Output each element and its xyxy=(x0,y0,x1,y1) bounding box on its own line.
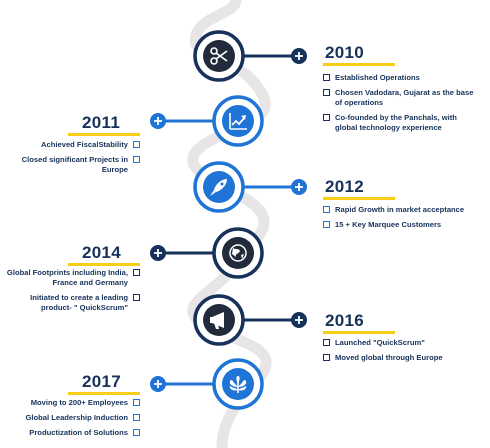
year-underline xyxy=(323,331,395,334)
list-item-text: 15 + Key Marquee Customers xyxy=(335,220,442,229)
growth-chart-icon xyxy=(229,113,247,130)
checkbox-icon xyxy=(323,114,330,121)
checkbox-icon xyxy=(323,339,330,346)
milestone-node xyxy=(193,294,245,346)
checkbox-icon xyxy=(133,294,140,301)
list-item: Global Footprints including India, Franc… xyxy=(3,268,140,288)
list-item: Moving to 200+ Employees xyxy=(3,398,140,408)
list-item-text: Chosen Vadodara, Gujarat as the base of … xyxy=(335,88,474,107)
plus-icon[interactable] xyxy=(291,48,307,64)
checkbox-icon xyxy=(323,89,330,96)
globe-icon xyxy=(229,244,247,262)
list-item: Co-founded by the Panchals, with global … xyxy=(323,113,478,133)
plus-icon[interactable] xyxy=(150,376,166,392)
checkbox-icon xyxy=(133,269,140,276)
list-item-text: Moved global through Europe xyxy=(335,353,443,362)
list-item: 15 + Key Marquee Customers xyxy=(323,220,478,230)
list-item: Achieved FiscalStability xyxy=(3,140,140,150)
milestone-year: 2014 xyxy=(82,243,122,262)
milestone-node xyxy=(212,95,264,147)
list-item: Rapid Growth in market acceptance xyxy=(323,205,478,215)
checkbox-icon xyxy=(133,399,140,406)
milestone-list: Global Footprints including India, Franc… xyxy=(3,268,140,318)
plus-icon[interactable] xyxy=(150,113,166,129)
checkbox-icon xyxy=(133,414,140,421)
scissors-icon xyxy=(210,47,228,65)
checkbox-icon xyxy=(323,74,330,81)
year-underline xyxy=(68,263,140,266)
milestone-node xyxy=(212,227,264,279)
list-item-text: Established Operations xyxy=(335,73,420,82)
checkbox-icon xyxy=(133,429,140,436)
year-underline xyxy=(68,392,140,395)
milestone-year: 2016 xyxy=(325,311,365,330)
milestone-year: 2017 xyxy=(82,372,122,391)
list-item: Established Operations xyxy=(323,73,478,83)
list-item: Chosen Vadodara, Gujarat as the base of … xyxy=(323,88,478,108)
list-item-text: Closed significant Projects in Europe xyxy=(21,155,128,174)
megaphone-icon xyxy=(210,312,224,329)
list-item-text: Achieved FiscalStability xyxy=(41,140,128,149)
list-item: Moved global through Europe xyxy=(323,353,478,363)
checkbox-icon xyxy=(323,354,330,361)
milestone-list: Rapid Growth in market acceptance 15 + Ke… xyxy=(323,205,478,235)
list-item-text: Rapid Growth in market acceptance xyxy=(335,205,465,214)
year-underline xyxy=(68,133,140,136)
rocket-icon xyxy=(210,179,227,196)
list-item: Global Leadership Induction xyxy=(3,413,140,423)
year-underline xyxy=(323,63,395,66)
list-item-text: Co-founded by the Panchals, with global … xyxy=(335,113,457,132)
list-item-text: Moving to 200+ Employees xyxy=(30,398,128,407)
checkbox-icon xyxy=(133,156,140,163)
list-item-text: Launched "QuickScrum" xyxy=(335,338,425,347)
year-underline xyxy=(323,197,395,200)
plus-icon[interactable] xyxy=(150,245,166,261)
plus-icon[interactable] xyxy=(291,312,307,328)
list-item-text: Productization of Solutions xyxy=(29,428,128,437)
checkbox-icon xyxy=(323,221,330,228)
list-item: Productization of Solutions xyxy=(3,428,140,438)
plus-icon[interactable] xyxy=(291,179,307,195)
checkbox-icon xyxy=(323,206,330,213)
list-item-text: Global Leadership Induction xyxy=(25,413,128,422)
list-item-text: Initiated to create a leading product- "… xyxy=(30,293,128,312)
list-item: Launched "QuickScrum" xyxy=(323,338,478,348)
list-item-text: Global Footprints including India, Franc… xyxy=(6,268,128,287)
milestone-list: Launched "QuickScrum" Moved global throug… xyxy=(323,338,478,368)
milestone-node xyxy=(212,358,264,410)
list-item: Initiated to create a leading product- "… xyxy=(3,293,140,313)
milestone-year: 2011 xyxy=(82,113,121,132)
leaf-icon xyxy=(229,376,247,393)
checkbox-icon xyxy=(133,141,140,148)
list-item: Closed significant Projects in Europe xyxy=(3,155,140,175)
milestone-node xyxy=(193,30,245,82)
milestone-node xyxy=(193,161,245,213)
milestone-year: 2010 xyxy=(325,43,365,62)
milestone-year: 2012 xyxy=(325,177,365,196)
